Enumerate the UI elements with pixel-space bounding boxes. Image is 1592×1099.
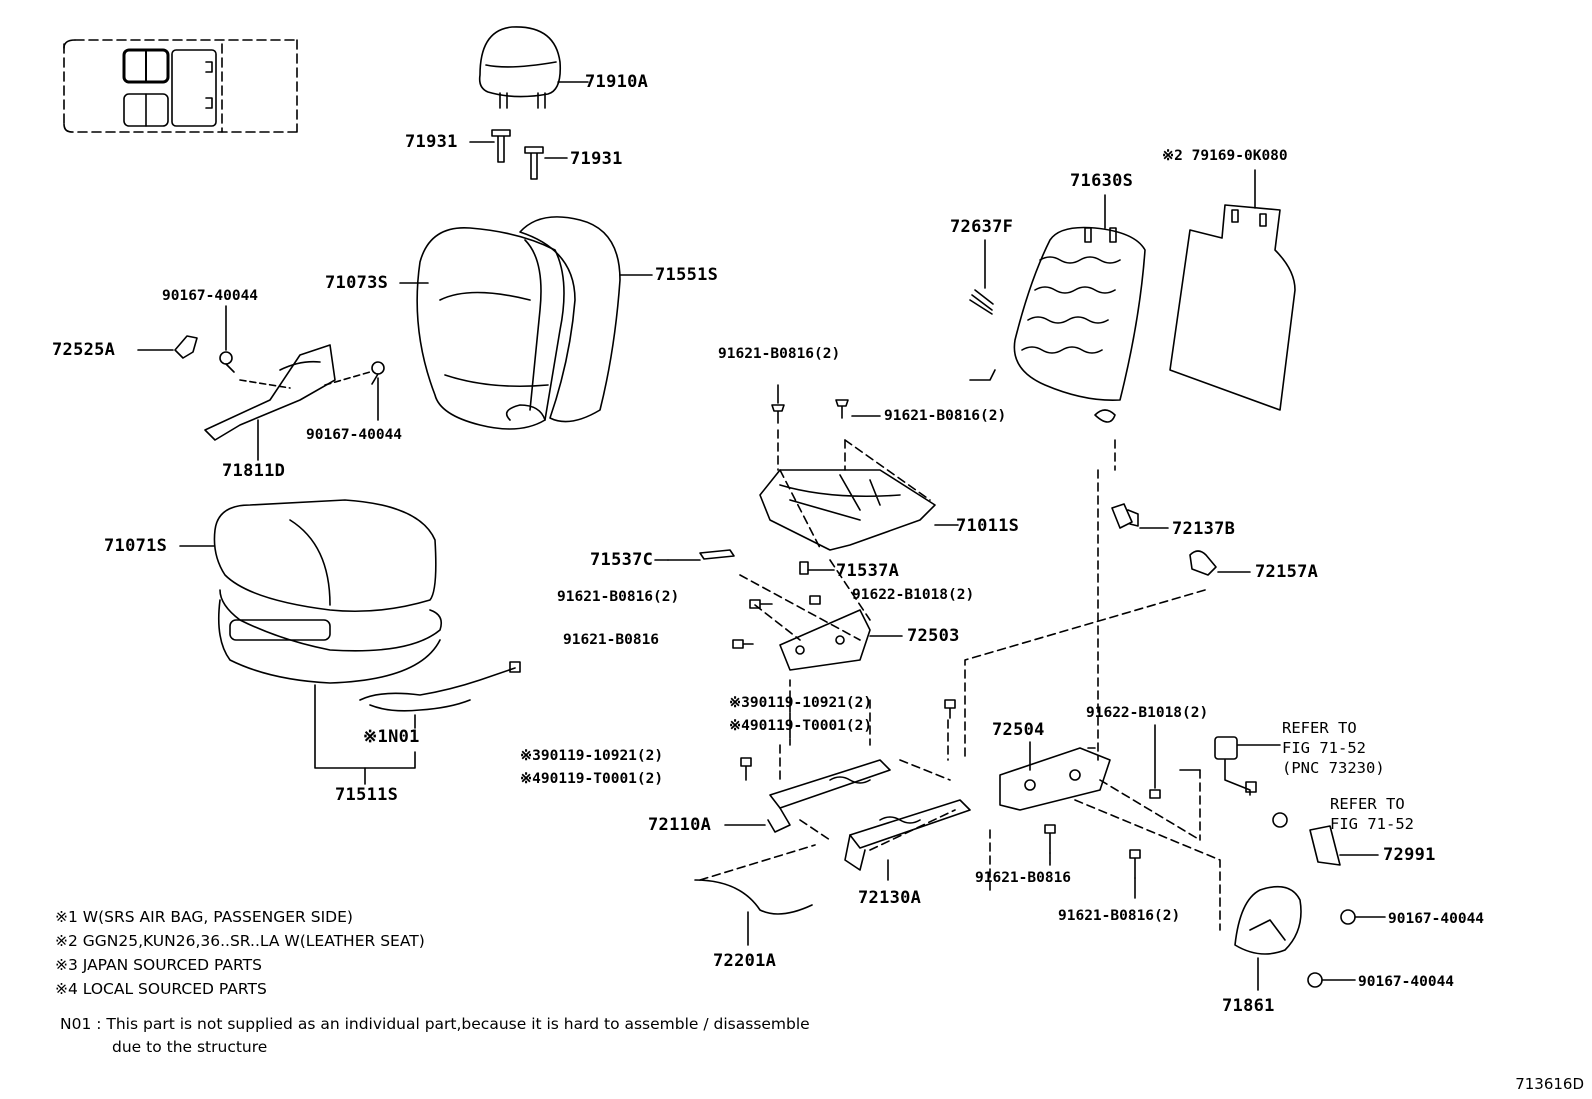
cover-72137B (1111, 503, 1169, 529)
label-71071S: 71071S (104, 536, 168, 556)
seat-cushion-pad (217, 589, 443, 684)
refer-note-line: FIG 71-52 (1330, 815, 1414, 833)
label-71931: 71931 (405, 132, 458, 152)
label-91622-B1018-2: 91622-B1018(2) (852, 587, 975, 603)
cover-72525A (137, 335, 198, 359)
bolt-91621-B0816-lower (1044, 724, 1161, 899)
label-91621-B0816-2: 91621-B0816(2) (1058, 908, 1181, 924)
label-72201A: 72201A (713, 951, 777, 971)
n01-note: due to the structure (112, 1038, 268, 1056)
footnote: ※3 JAPAN SOURCED PARTS (55, 956, 262, 974)
label-71011S: 71011S (956, 516, 1020, 536)
adjuster-72504 (944, 699, 1111, 811)
seat-back-cover-71073S (399, 227, 565, 430)
label-390119-10921: ※390119-10921(2) (729, 695, 873, 711)
vehicle-locator-icon (63, 39, 298, 133)
seat-pan-71011S (759, 429, 959, 551)
label-72130A: 72130A (858, 888, 922, 908)
refer-note-line: REFER TO (1282, 719, 1357, 737)
label-91621-B0816-2: 91621-B0816(2) (557, 589, 680, 605)
headrest-support-71931 (469, 129, 568, 180)
seat-back-frame-71630S (969, 194, 1146, 423)
wire-harness-N01 (359, 661, 521, 729)
bolt-90167-40044 (219, 305, 385, 421)
label-72525A: 72525A (52, 340, 116, 360)
figure-id: 713616D (1515, 1075, 1584, 1093)
bolt-91621-B0816 (771, 384, 881, 424)
refer-note-line: REFER TO (1330, 795, 1405, 813)
label-90167-40044: 90167-40044 (1358, 974, 1455, 990)
label-72504: 72504 (992, 720, 1045, 740)
cover-72991 (1309, 825, 1379, 866)
label-91622-B1018-2: 91622-B1018(2) (1086, 705, 1209, 721)
seat-belt-buckle (1214, 736, 1288, 828)
label-72637F: 72637F (950, 217, 1014, 237)
label-90167-40044: 90167-40044 (306, 427, 403, 443)
sheet-79169 (1169, 169, 1296, 411)
refer-note-line: FIG 71-52 (1282, 739, 1366, 757)
spring-72637F (969, 239, 994, 315)
label-72110A: 72110A (648, 815, 712, 835)
bolt-90167-40044-right (1307, 909, 1386, 988)
label-72137B: 72137B (1172, 519, 1236, 539)
label-72991: 72991 (1383, 845, 1436, 865)
label-79169-0K080: ※2 79169-0K080 (1162, 148, 1288, 164)
label-71910A: 71910A (585, 72, 649, 92)
rail-72110A (724, 757, 891, 833)
footnote: ※4 LOCAL SOURCED PARTS (55, 980, 267, 998)
label-90167-40044: 90167-40044 (162, 288, 259, 304)
label-490119-T0001: ※490119-T0001(2) (520, 771, 664, 787)
label-91621-B0816-2: 91621-B0816(2) (884, 408, 1007, 424)
rod-72201A (694, 879, 813, 946)
headrest-71910A (478, 26, 589, 109)
refer-note-line: (PNC 73230) (1282, 759, 1385, 777)
leader-lines (654, 559, 1281, 771)
label-91621-B0816: 91621-B0816 (975, 870, 1072, 886)
cover-71861 (1234, 885, 1302, 991)
label-72503: 72503 (907, 626, 960, 646)
label-71537C: 71537C (590, 550, 654, 570)
label-90167-40044: 90167-40044 (1388, 911, 1485, 927)
seat-cushion-cover-71071S (179, 499, 437, 613)
label-390119-10921: ※390119-10921(2) (520, 748, 664, 764)
bracket-71511S (314, 684, 416, 785)
rail-72130A (844, 799, 971, 881)
label-71537A: 71537A (836, 561, 900, 581)
adjuster-72503 (732, 559, 903, 671)
label-72157A: 72157A (1255, 562, 1319, 582)
cover-72157A (1189, 550, 1251, 576)
label-N01: ※1N01 (363, 727, 420, 747)
seat-back-pad-71551S (505, 216, 653, 423)
label-71630S: 71630S (1070, 171, 1134, 191)
label-71931: 71931 (570, 149, 623, 169)
n01-note: N01 : This part is not supplied as an in… (60, 1015, 810, 1033)
assembly-guide-lines (699, 439, 1221, 931)
label-91621-B0816-2: 91621-B0816(2) (718, 346, 841, 362)
label-71861: 71861 (1222, 996, 1275, 1016)
footnote: ※1 W(SRS AIR BAG, PASSENGER SIDE) (55, 908, 353, 926)
label-91621-B0816: 91621-B0816 (563, 632, 660, 648)
pad-71537C (667, 549, 735, 561)
label-71073S: 71073S (325, 273, 389, 293)
label-490119-T0001: ※490119-T0001(2) (729, 718, 873, 734)
footnote: ※2 GGN25,KUN26,36..SR..LA W(LEATHER SEAT… (55, 932, 425, 950)
label-71511S: 71511S (335, 785, 399, 805)
label-71551S: 71551S (655, 265, 719, 285)
pad-71537A (799, 561, 835, 575)
shield-71811D (204, 344, 371, 461)
label-71811D: 71811D (222, 461, 286, 481)
